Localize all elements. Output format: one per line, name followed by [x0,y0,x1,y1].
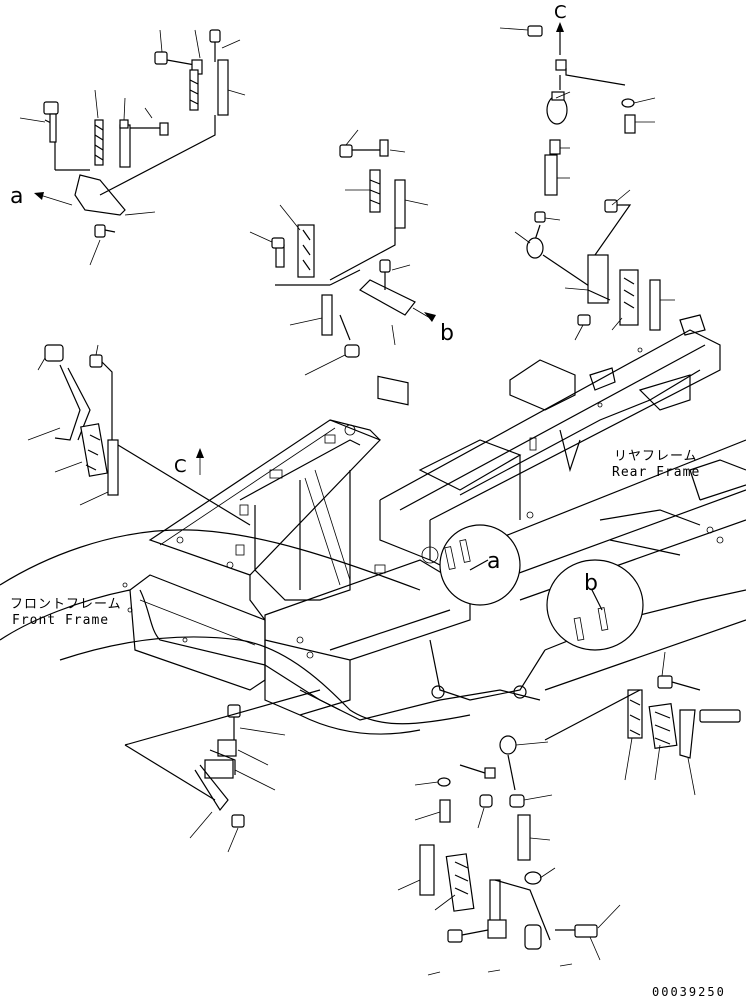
clamp-group-top-center [249,129,436,406]
front-frame-label-en: Front Frame [12,613,109,628]
rear-frame-label-jp: リヤフレーム [614,449,698,464]
clamp-group-lower-left [124,689,321,853]
label-b-mid: b [584,571,598,596]
clamp-group-lower-right [544,651,741,796]
label-a-top: a [10,184,23,209]
front-frame-label-jp: フロントフレーム [10,597,122,612]
rear-frame-label-en: Rear Frame [612,465,700,480]
label-c-mid: C [174,456,187,477]
clamp-group-mid-left [27,344,251,526]
clamp-group-top-right [499,22,675,341]
clamp-group-bottom-center [397,735,621,976]
label-a-mid: a [487,549,500,574]
drawing-code: 00039250 [652,985,726,999]
label-c-top: C [554,2,567,23]
label-b-top: b [440,321,454,346]
clamp-group-top-left [19,29,246,266]
detail-circle-b [546,559,644,651]
detail-circle-a [439,524,521,606]
